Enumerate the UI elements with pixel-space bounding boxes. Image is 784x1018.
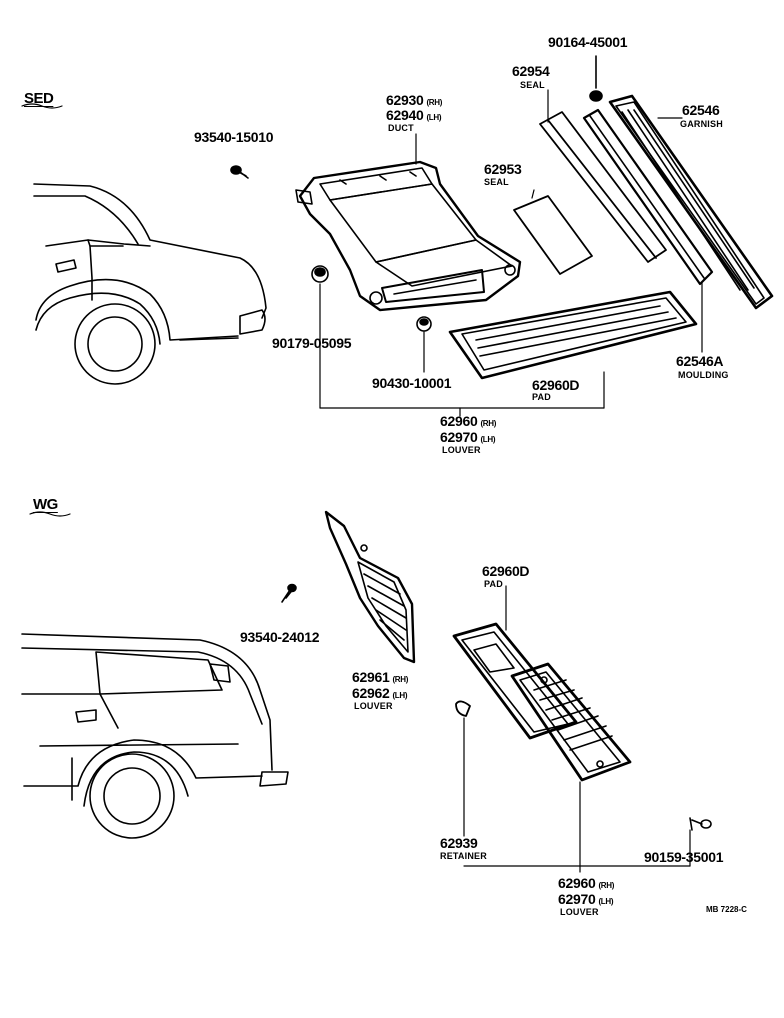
part-62960D-sedan-name: PAD bbox=[532, 392, 551, 402]
sedan-seal-62954 bbox=[539, 111, 667, 263]
part-62940: 62940(LH) bbox=[386, 107, 442, 123]
sedan-screw-93540 bbox=[230, 165, 249, 179]
part-62954: 62954 bbox=[512, 63, 550, 79]
part-90430-10001: 90430-10001 bbox=[372, 375, 452, 391]
part-62953-name: SEAL bbox=[484, 177, 509, 187]
part-62970-sedan: 62970(LH) bbox=[440, 429, 496, 445]
section-sedan-label: SED bbox=[24, 90, 54, 107]
part-62954-name: SEAL bbox=[520, 80, 545, 90]
wagon-louver-62961 bbox=[324, 510, 416, 664]
part-93540-15010: 93540-15010 bbox=[194, 129, 274, 145]
part-62546: 62546 bbox=[682, 102, 720, 118]
part-62961: 62961(RH) bbox=[352, 669, 409, 685]
sedan-nut-90430 bbox=[416, 316, 432, 332]
sedan-clip-90164 bbox=[589, 55, 603, 102]
part-wagon-louver1-name: LOUVER bbox=[354, 701, 393, 711]
sedan-seal-62953 bbox=[513, 195, 593, 275]
part-62960-wagon: 62960(RH) bbox=[558, 875, 615, 891]
part-62970-wagon: 62970(LH) bbox=[558, 891, 614, 907]
part-93540-24012: 93540-24012 bbox=[240, 629, 320, 645]
part-sedan-louver-name: LOUVER bbox=[442, 445, 481, 455]
sedan-duct bbox=[295, 160, 522, 312]
part-62953: 62953 bbox=[484, 161, 522, 177]
wagon-leader-lines bbox=[463, 585, 691, 873]
sedan-grommet-90179 bbox=[311, 265, 329, 283]
wagon-car-outline bbox=[21, 633, 289, 839]
part-62939: 62939 bbox=[440, 835, 478, 851]
part-62960D-wagon: 62960D bbox=[482, 563, 530, 579]
part-90164-45001: 90164-45001 bbox=[548, 34, 628, 50]
part-62962: 62962(LH) bbox=[352, 685, 408, 701]
wagon-retainer-62939 bbox=[455, 700, 471, 717]
section-wagon-label: WG bbox=[33, 496, 58, 513]
part-62960-sedan: 62960(RH) bbox=[440, 413, 497, 429]
sedan-pad-62960D bbox=[448, 290, 698, 380]
part-62546-name: GARNISH bbox=[680, 119, 723, 129]
part-duct-name: DUCT bbox=[388, 123, 414, 133]
sedan-moulding-62546A bbox=[582, 108, 714, 286]
part-62546A: 62546A bbox=[676, 353, 724, 369]
wagon-screw-93540 bbox=[281, 583, 297, 603]
figure-reference-mark: MB 7228-C bbox=[706, 905, 747, 914]
wagon-louver-62960 bbox=[510, 662, 632, 782]
sedan-leader-lines bbox=[319, 89, 703, 417]
part-62960D-sedan: 62960D bbox=[532, 377, 580, 393]
part-62930: 62930(RH) bbox=[386, 92, 443, 108]
wagon-pad-62960D bbox=[452, 622, 578, 740]
sedan-garnish-62546 bbox=[608, 94, 774, 310]
part-90159-35001: 90159-35001 bbox=[644, 849, 724, 865]
part-62546A-name: MOULDING bbox=[678, 370, 729, 380]
part-62960D-wagon-name: PAD bbox=[484, 579, 503, 589]
wagon-clip-90159 bbox=[689, 817, 712, 831]
part-wagon-louver2-name: LOUVER bbox=[560, 907, 599, 917]
part-90179-05095: 90179-05095 bbox=[272, 335, 352, 351]
part-62939-name: RETAINER bbox=[440, 851, 487, 861]
sedan-car-outline bbox=[33, 183, 267, 385]
